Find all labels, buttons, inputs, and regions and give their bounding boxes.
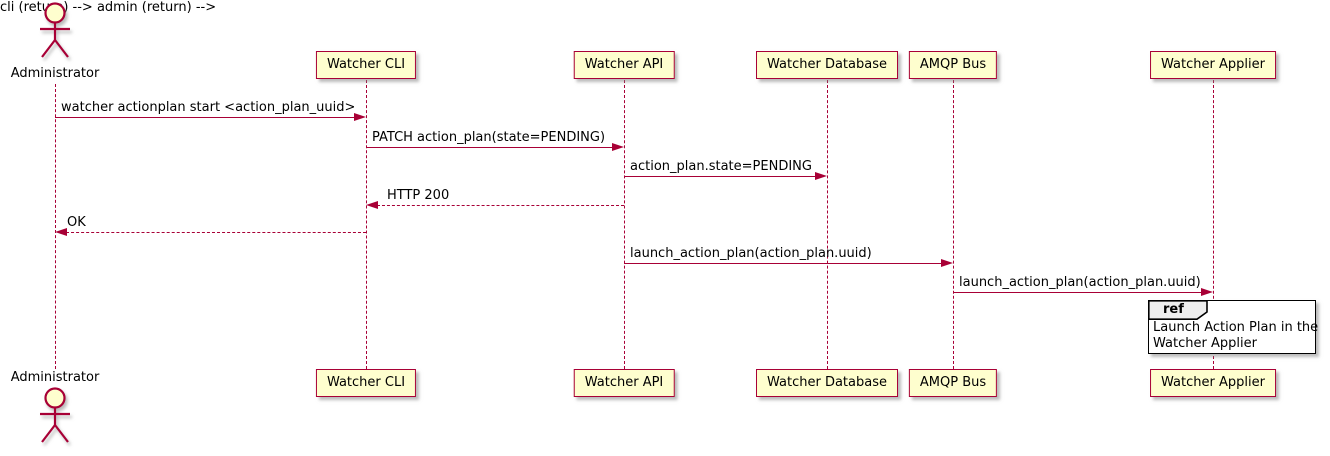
arrowhead-right-icon [612, 142, 624, 151]
participant-box-watcher-cli-bottom: Watcher CLI [315, 369, 417, 397]
ref-fragment: ref Launch Action Plan in the Watcher Ap… [1148, 300, 1318, 354]
message-line [366, 147, 613, 148]
message-label: launch_action_plan(action_plan.uuid) [630, 246, 872, 261]
participant-box-watcher-applier-top: Watcher Applier [1150, 51, 1276, 79]
arrowhead-right-icon [354, 112, 366, 121]
participant-box-amqp-bus-bottom: AMQP Bus [908, 369, 998, 397]
ref-tag-icon [1148, 300, 1208, 320]
participant-box-watcher-database-bottom: Watcher Database [756, 369, 898, 397]
ref-keyword: ref [1163, 302, 1184, 317]
actor-icon [40, 2, 70, 58]
participant-box-watcher-api-top: Watcher API [573, 51, 675, 79]
arrowhead-right-icon [815, 171, 827, 180]
message-label: launch_action_plan(action_plan.uuid) [959, 275, 1201, 290]
participant-box-watcher-api-bottom: Watcher API [573, 369, 675, 397]
lifeline-amqp-bus [953, 80, 954, 369]
lifeline-watcher-cli [366, 80, 367, 369]
message-label: HTTP 200 [387, 188, 450, 203]
message-label: PATCH action_plan(state=PENDING) [372, 130, 606, 145]
participant-box-watcher-applier-bottom: Watcher Applier [1150, 369, 1276, 397]
arrowhead-right-icon [941, 258, 953, 267]
participant-box-amqp-bus-top: AMQP Bus [908, 51, 998, 79]
message-line-dashed [66, 232, 366, 233]
arrowhead-right-icon [1201, 287, 1213, 296]
ref-text: Launch Action Plan in the Watcher Applie… [1153, 320, 1318, 352]
participant-box-watcher-database-top: Watcher Database [756, 51, 898, 79]
message-line-dashed [377, 205, 624, 206]
arrowhead-left-icon [55, 227, 67, 236]
lifeline-watcher-database [827, 80, 828, 369]
actor-label-bottom: Administrator [10, 370, 100, 385]
ref-text-line: Launch Action Plan in the [1153, 320, 1319, 335]
actor-icon [40, 387, 70, 443]
message-line [55, 117, 355, 118]
message-label: action_plan.state=PENDING [630, 159, 812, 174]
message-line [624, 263, 942, 264]
arrowhead-left-icon [366, 200, 378, 209]
actor-label-top: Administrator [10, 66, 100, 81]
lifeline-watcher-api [624, 80, 625, 369]
message-label: OK [67, 215, 86, 230]
lifeline-watcher-applier [1213, 80, 1214, 369]
message-line [953, 292, 1202, 293]
ref-text-line: Watcher Applier [1153, 336, 1257, 351]
message-line [624, 176, 816, 177]
lifeline-administrator [55, 84, 56, 369]
message-label: watcher actionplan start <action_plan_uu… [61, 100, 356, 115]
participant-box-watcher-cli-top: Watcher CLI [315, 51, 417, 79]
